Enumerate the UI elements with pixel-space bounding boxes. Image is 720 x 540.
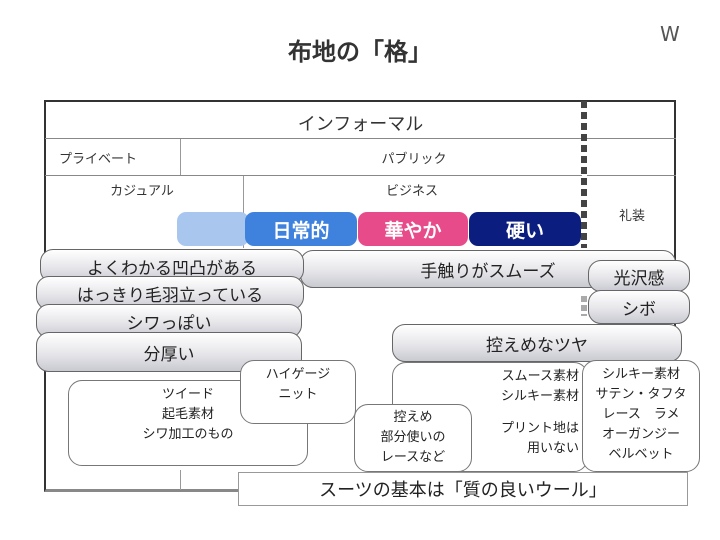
col-divider-private [180, 139, 181, 175]
box-text: シルキー素材 [601, 367, 680, 382]
box-text: オーガンジー [601, 427, 680, 442]
box-high-gauge: ハイゲージ ニット [240, 360, 356, 424]
pill-shibo: シボ [588, 290, 690, 324]
level-daily-pill: 日常的 [245, 212, 357, 246]
row-divider-2b [587, 175, 676, 176]
suit-basics-banner: スーツの基本は「質の良いウール」 [238, 472, 688, 506]
row-divider-1 [45, 138, 676, 139]
box-text: シルキー素材 [500, 389, 579, 404]
header-private: プライベート [58, 152, 137, 167]
box-text: 起毛素材 [161, 407, 214, 422]
page-title: 布地の「格」 [288, 37, 432, 66]
box-text: スムース素材 [501, 369, 579, 384]
box-text: プリント地は [500, 421, 579, 436]
level-light-pill [177, 212, 249, 246]
box-text: ニット [278, 387, 318, 402]
box-text: ツイード [161, 387, 214, 402]
box-text: レースなど [380, 450, 446, 465]
box-lace-partial: 控えめ 部分使いの レースなど [354, 404, 472, 472]
box-text: シワ加工のもの [142, 427, 234, 442]
col-divider-bottom [180, 470, 181, 490]
box-formal-fabrics: シルキー素材 サテン・タフタ レース ラメ オーガンジー ベルベット [582, 360, 700, 472]
pill-luster: 光沢感 [588, 260, 690, 292]
header-business: ビジネス [385, 184, 438, 199]
pill-subtle-shine: 控えめなツヤ [392, 324, 682, 362]
box-text: 控えめ [393, 410, 433, 425]
header-casual: カジュアル [110, 184, 174, 199]
level-hard-pill: 硬い [469, 212, 581, 246]
watermark: W [660, 22, 680, 46]
formal-boundary-dashed-lower [581, 296, 587, 316]
row-divider-2 [45, 175, 582, 176]
box-text: ベルベット [608, 447, 674, 462]
level-gorgeous-pill: 華やか [358, 212, 468, 246]
box-text: 用いない [526, 441, 579, 456]
header-formal: 礼装 [618, 209, 645, 224]
box-text: 部分使いの [380, 430, 446, 445]
header-public: パブリック [381, 152, 447, 167]
box-text: レース ラメ [602, 407, 680, 422]
header-informal: インフォーマル [297, 114, 424, 135]
formal-boundary-dashed [581, 101, 587, 248]
box-text: ハイゲージ [265, 367, 331, 382]
box-text: サテン・タフタ [595, 387, 687, 402]
